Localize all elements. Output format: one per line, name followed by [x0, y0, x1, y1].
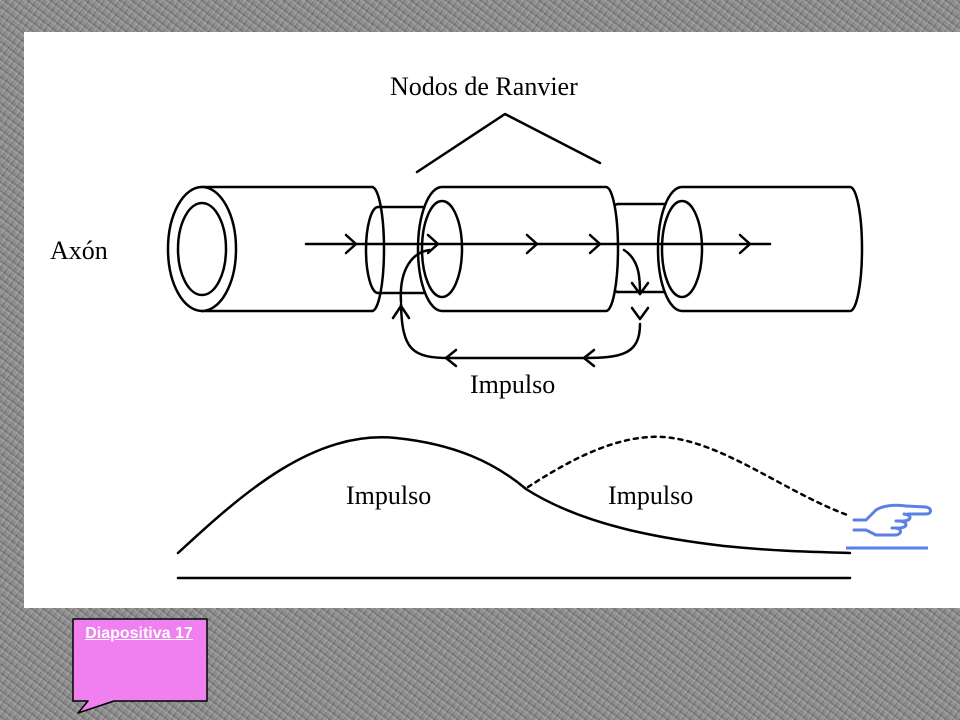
- current-arrow-down-2: [630, 306, 650, 321]
- myelin-sheath-2: [416, 185, 620, 313]
- slide-canvas: Nodos de Ranvier Axón Impulso Impulso Im…: [24, 32, 960, 608]
- axon-label: Axón: [50, 236, 108, 265]
- impulse-wave-label-2: Impulso: [608, 481, 693, 510]
- loop-arrow-1: [582, 348, 596, 368]
- myelin-sheath-3: [656, 185, 864, 313]
- axis-arrow-1: [344, 233, 358, 255]
- impulse-loop-label: Impulso: [470, 370, 555, 399]
- axis-arrow-4: [588, 233, 602, 255]
- slide-link-callout[interactable]: [72, 618, 208, 714]
- impulse-wave-solid: [176, 436, 852, 555]
- axis-arrow-3: [525, 233, 539, 255]
- pointing-hand-icon[interactable]: [846, 480, 936, 550]
- ranvier-diagram: Nodos de Ranvier Axón Impulso Impulso Im…: [50, 72, 864, 580]
- loop-arrow-2: [444, 348, 458, 368]
- loop-arrow-up: [391, 304, 411, 320]
- impulse-wave-label-1: Impulso: [346, 481, 431, 510]
- impulse-loop: [399, 302, 642, 360]
- impulse-wave-dashed: [526, 435, 852, 518]
- axis-arrow-5: [738, 233, 752, 255]
- current-loop-left: [399, 248, 432, 304]
- myelin-sheath-1: [166, 185, 386, 313]
- nodes-of-ranvier-label: Nodos de Ranvier: [390, 72, 578, 101]
- nodes-bracket: [415, 112, 602, 174]
- current-arrow-down-1: [630, 281, 650, 296]
- current-loop-right: [622, 248, 642, 296]
- axis-arrow-2: [426, 233, 440, 255]
